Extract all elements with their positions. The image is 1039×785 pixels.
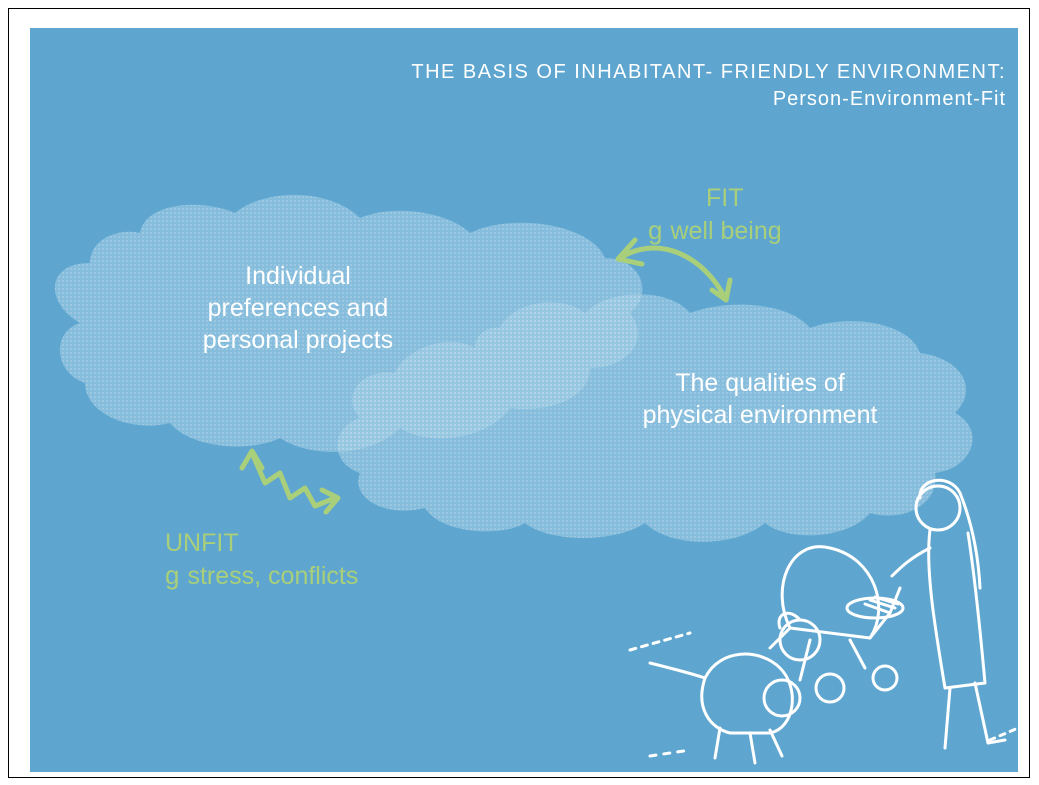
slide: THE BASIS OF INHABITANT- FRIENDLY ENVIRO… (30, 28, 1018, 772)
fit-result: well being (670, 217, 782, 245)
person-label-line: preferences and (207, 294, 389, 322)
person-label-line: personal projects (202, 326, 394, 354)
clouds (54, 194, 973, 542)
fit-title: FIT (706, 184, 744, 212)
title-line-2: Person-Environment-Fit (772, 88, 1006, 110)
arrow-symbol-icon: g (165, 560, 180, 590)
unfit-title: UNFIT (165, 529, 239, 557)
environment-label-line: physical environment (642, 401, 878, 429)
person-label: Individual preferences and personal proj… (178, 260, 418, 356)
title-line-1: THE BASIS OF INHABITANT- FRIENDLY ENVIRO… (411, 61, 1006, 83)
unfit-result: stress, conflicts (187, 562, 359, 590)
person-label-line: Individual (245, 262, 351, 290)
arrow-symbol-icon: g (648, 215, 663, 245)
slide-title: THE BASIS OF INHABITANT- FRIENDLY ENVIRO… (411, 61, 1006, 111)
environment-cloud (337, 294, 973, 542)
slide-frame: THE BASIS OF INHABITANT- FRIENDLY ENVIRO… (8, 8, 1030, 778)
environment-label: The qualities of physical environment (625, 367, 895, 431)
environment-label-line: The qualities of (675, 369, 845, 397)
